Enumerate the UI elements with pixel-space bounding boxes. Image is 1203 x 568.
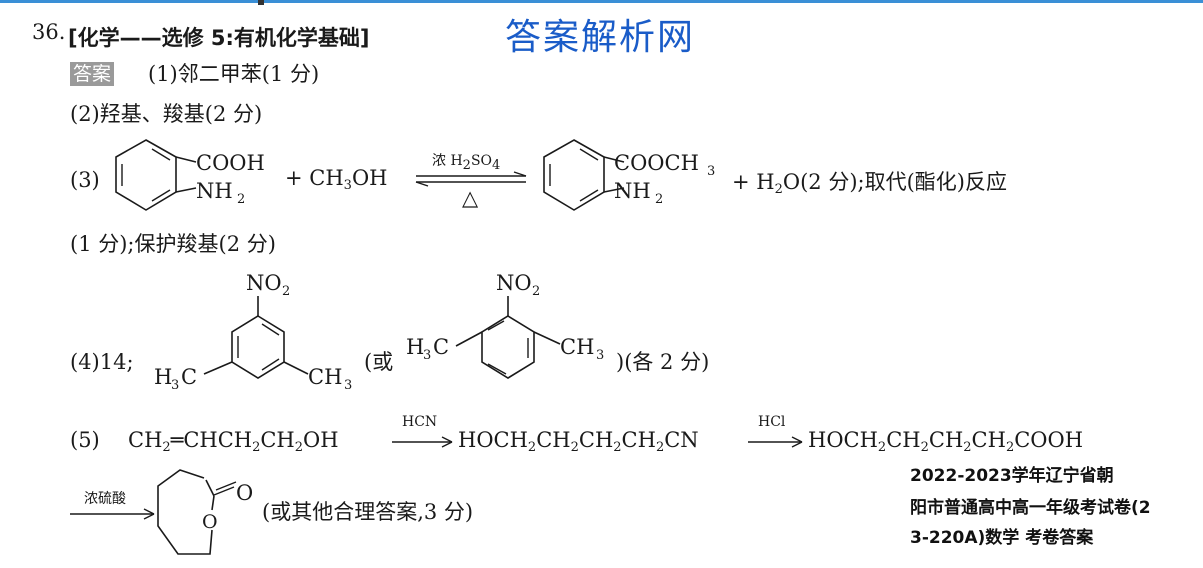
allyl-ethanol-formula: CH2═CHCH2CH2OH <box>128 428 339 455</box>
reversible-arrow <box>415 171 527 187</box>
acid-formula: HOCH2CH2CH2CH2COOH <box>808 428 1084 455</box>
reagent-hcl: HCl <box>758 414 786 430</box>
answer-line-3-tail: + H2O(2 分);取代(酯化)反应 <box>732 170 1007 197</box>
cooh-group: COOH <box>196 151 265 175</box>
answer-line-3-prefix: (3) <box>70 168 100 192</box>
top-tick <box>258 0 264 5</box>
answer-line-5-prefix: (4)14; <box>70 350 134 374</box>
nh2-group-product: NH <box>614 179 651 203</box>
answer-line-1: (1)邻二甲苯(1 分) <box>148 62 320 86</box>
no2-group-1: NO <box>246 271 282 295</box>
svg-text:CH: CH <box>560 335 594 359</box>
or-text: (或 <box>364 350 394 374</box>
anthranilic-acid-structure: COOH NH 2 <box>115 139 265 211</box>
svg-text:2: 2 <box>532 284 540 299</box>
arrow-2 <box>748 436 803 448</box>
no2-group-2: NO <box>496 271 532 295</box>
svg-text:H: H <box>406 335 424 359</box>
condition-heat: △ <box>462 186 479 210</box>
answer-line-5-tail: )(各 2 分) <box>616 350 710 374</box>
svg-text:H: H <box>154 365 172 389</box>
nh2-group: NH <box>196 179 233 203</box>
cooch3-subscript: 3 <box>707 164 715 179</box>
svg-text:3: 3 <box>171 378 179 393</box>
nitrile-formula: HOCH2CH2CH2CH2CN <box>458 428 699 455</box>
side-note-line-1: 2022-2023学年辽宁省朝 <box>910 466 1114 486</box>
svg-text:CH: CH <box>308 365 342 389</box>
isomer-structure-2: NO 2 H 3 C CH 3 <box>406 271 604 379</box>
question-number: 36. <box>32 20 66 44</box>
svg-text:2: 2 <box>282 284 290 299</box>
answer-line-7-tail: (或其他合理答案,3 分) <box>262 500 474 524</box>
lactone-structure: O O <box>157 469 253 555</box>
svg-text:C: C <box>181 365 197 389</box>
isomer-structure-1: NO 2 H 3 C CH 3 <box>154 271 352 393</box>
answer-line-6-prefix: (5) <box>70 428 100 452</box>
condition-acid: 浓 H2SO4 <box>432 153 501 173</box>
arrow-3 <box>70 508 155 520</box>
reagent-conc-sulfuric: 浓硫酸 <box>84 491 126 507</box>
cooch3-group: COOCH <box>614 151 699 175</box>
watermark-text: 答案解析网 <box>505 17 696 58</box>
svg-text:3: 3 <box>423 348 431 363</box>
svg-text:3: 3 <box>596 348 604 363</box>
arrow-1 <box>392 436 453 448</box>
side-note-line-2: 阳市普通高中高一年级考试卷(2 <box>910 498 1151 518</box>
svg-text:C: C <box>433 335 449 359</box>
methanol-formula: + CH3OH <box>285 166 388 193</box>
answer-line-2: (2)羟基、羧基(2 分) <box>70 102 263 126</box>
side-note-line-3: 3-220A)数学 考卷答案 <box>910 528 1094 548</box>
nh2-subscript-product: 2 <box>655 192 663 207</box>
ring-oxygen: O <box>202 511 218 533</box>
answer-badge: 答案 <box>70 62 115 86</box>
svg-text:3: 3 <box>344 378 352 393</box>
carbonyl-oxygen: O <box>236 481 253 505</box>
methyl-anthranilate-structure: COOCH 3 NH 2 <box>543 139 715 211</box>
nh2-subscript: 2 <box>237 192 245 207</box>
answer-line-4: (1 分);保护羧基(2 分) <box>70 232 276 256</box>
question-title: [化学——选修 5:有机化学基础] <box>68 26 370 50</box>
top-rule <box>0 0 1203 3</box>
reagent-hcn: HCN <box>402 414 438 430</box>
